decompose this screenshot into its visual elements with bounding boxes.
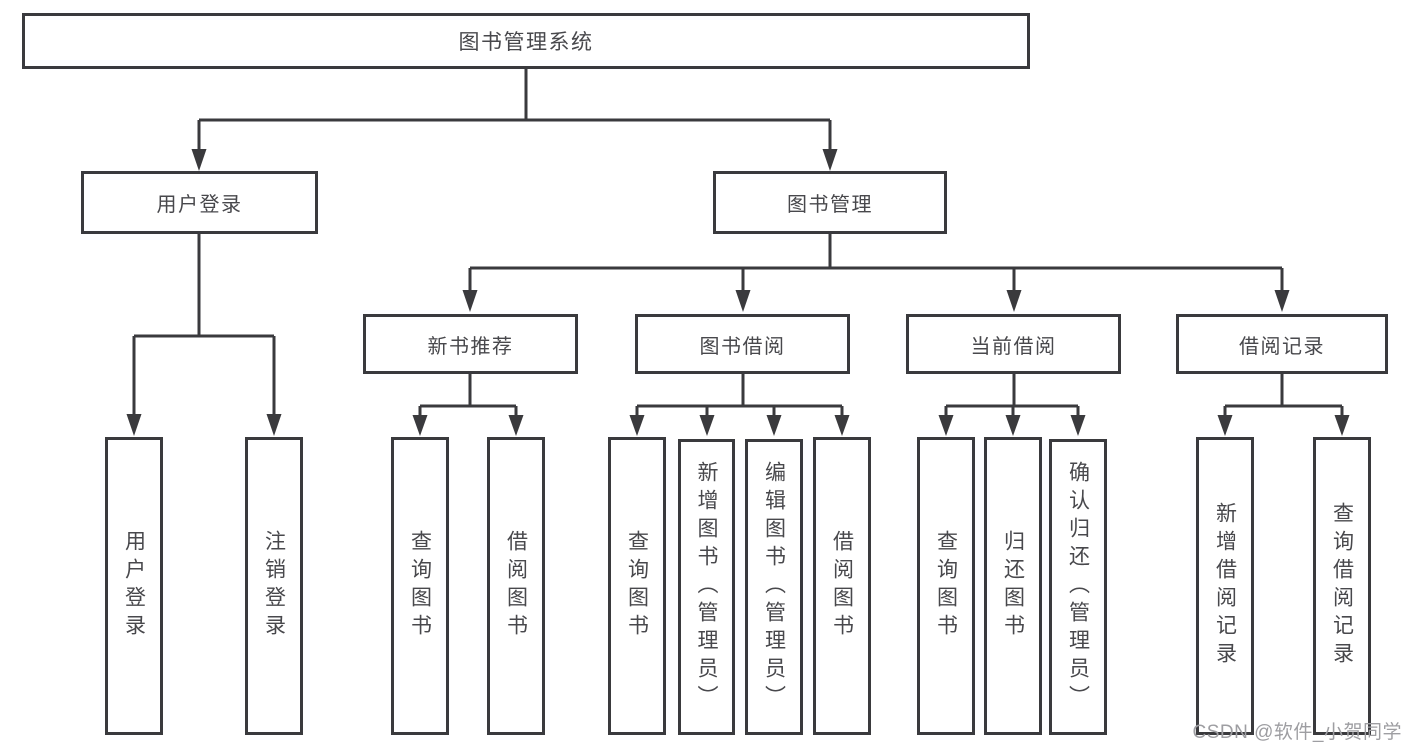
- leaf-query-book-1-label: 查询图书: [408, 530, 432, 642]
- edge-book-borrow-children: [629, 374, 850, 436]
- edge-root-to-level2: [191, 68, 838, 171]
- leaf-logout: 注销登录: [245, 437, 303, 735]
- leaf-query-book-2-label: 查询图书: [625, 530, 649, 642]
- node-user-login-label: 用户登录: [156, 194, 243, 216]
- leaf-borrow-book-1: 借阅图书: [487, 437, 545, 735]
- edge-user-login-children: [126, 234, 282, 436]
- leaf-query-book-1: 查询图书: [391, 437, 449, 735]
- edge-borrow-record-children: [1217, 374, 1350, 436]
- leaf-confirm-return-admin-label: 确认归还（管理员）: [1066, 461, 1090, 713]
- leaf-confirm-return-admin: 确认归还（管理员）: [1049, 439, 1107, 735]
- edge-new-book-children: [412, 374, 524, 436]
- leaf-return-book: 归还图书: [984, 437, 1042, 735]
- node-book-mgmt: 图书管理: [713, 171, 947, 234]
- leaf-query-borrow-record: 查询借阅记录: [1313, 437, 1371, 735]
- edge-book-mgmt-children: [462, 234, 1290, 312]
- node-borrow-record-label: 借阅记录: [1239, 335, 1325, 358]
- leaf-return-book-label: 归还图书: [1001, 530, 1025, 642]
- leaf-add-book-admin: 新增图书（管理员）: [678, 439, 735, 735]
- leaf-logout-label: 注销登录: [262, 530, 286, 642]
- leaf-edit-book-admin: 编辑图书（管理员）: [745, 439, 803, 735]
- node-current-borrow-label: 当前借阅: [970, 335, 1057, 358]
- node-new-book-recommend: 新书推荐: [363, 314, 578, 374]
- node-book-borrow-label: 图书借阅: [699, 335, 786, 358]
- leaf-add-borrow-record: 新增借阅记录: [1196, 437, 1254, 735]
- leaf-query-borrow-record-label: 查询借阅记录: [1330, 502, 1354, 670]
- leaf-borrow-book-2-label: 借阅图书: [830, 530, 854, 642]
- node-book-mgmt-label: 图书管理: [787, 194, 873, 216]
- node-borrow-record: 借阅记录: [1176, 314, 1388, 374]
- edge-current-borrow-children: [938, 374, 1086, 436]
- node-current-borrow: 当前借阅: [906, 314, 1121, 374]
- node-root-system: 图书管理系统: [22, 13, 1030, 69]
- node-user-login: 用户登录: [81, 171, 318, 234]
- node-root-label: 图书管理系统: [458, 31, 594, 54]
- leaf-borrow-book-1-label: 借阅图书: [504, 530, 528, 642]
- leaf-add-book-admin-label: 新增图书（管理员）: [695, 461, 718, 713]
- leaf-query-book-3: 查询图书: [917, 437, 975, 735]
- leaf-query-book-2: 查询图书: [608, 437, 666, 735]
- node-new-book-recommend-label: 新书推荐: [427, 335, 514, 358]
- leaf-add-borrow-record-label: 新增借阅记录: [1213, 502, 1237, 670]
- leaf-edit-book-admin-label: 编辑图书（管理员）: [762, 461, 786, 713]
- leaf-user-login: 用户登录: [105, 437, 163, 735]
- csdn-watermark: CSDN @软件_小贺同学: [1192, 722, 1402, 743]
- node-book-borrow: 图书借阅: [635, 314, 850, 374]
- leaf-user-login-label: 用户登录: [122, 530, 146, 642]
- leaf-query-book-3-label: 查询图书: [934, 530, 958, 642]
- leaf-borrow-book-2: 借阅图书: [813, 437, 871, 735]
